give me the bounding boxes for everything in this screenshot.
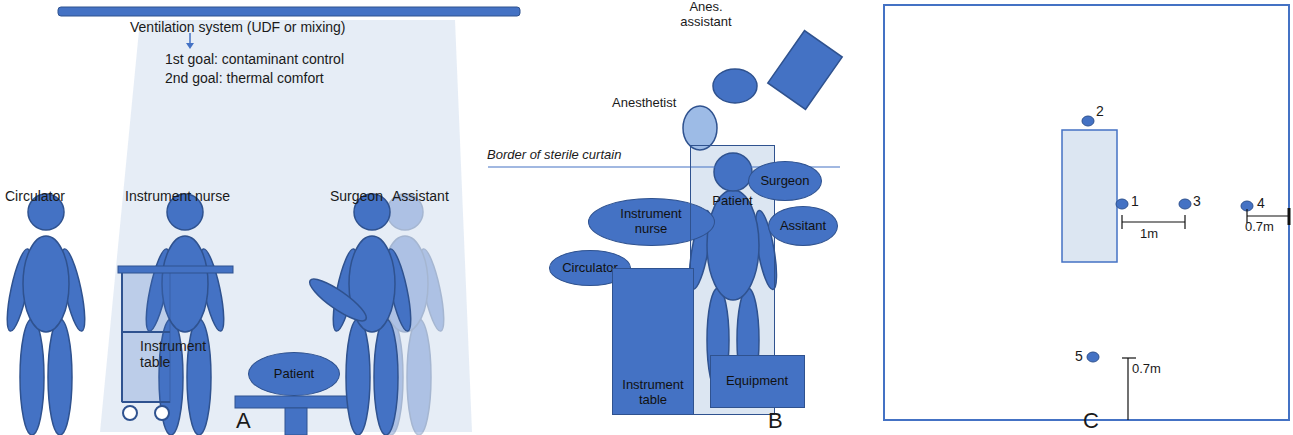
dimension-label: 0.7m: [1245, 220, 1274, 235]
callout-number: 5: [1075, 348, 1083, 364]
node-text: Circulator: [562, 261, 618, 276]
node-text: Instrument table: [618, 378, 688, 408]
patient-ellipse: Patient: [248, 352, 340, 396]
callout-number: 1: [1131, 193, 1139, 209]
dimension-label: 1m: [1140, 227, 1158, 242]
panel-letter: B: [768, 408, 783, 433]
node-text: Surgeon: [760, 174, 809, 189]
system-label: Ventilation system (UDF or mixing): [130, 19, 346, 35]
instrument-table: Instrument table: [612, 268, 694, 415]
equipment-label: Instrument table: [140, 338, 220, 370]
goal-text: 2nd goal: thermal comfort: [165, 70, 324, 86]
panel-letter: C: [1083, 408, 1099, 433]
equipment-box: Equipment: [710, 355, 805, 408]
boundary-label: Border of sterile curtain: [487, 148, 621, 163]
callout-number: 2: [1096, 103, 1104, 119]
person-label: Instrument nurse: [125, 188, 230, 204]
person-label: Surgeon: [330, 188, 383, 204]
staff-ellipse: Instrument nurse: [588, 198, 715, 246]
panel-letter: A: [236, 408, 251, 433]
callout-number: 4: [1257, 195, 1265, 211]
dimension-label: 0.7m: [1132, 362, 1161, 377]
node-text: Assitant: [780, 219, 826, 234]
node-text: Patient: [712, 194, 752, 209]
person-label: Assistant: [392, 188, 449, 204]
node-text: Instrument nurse: [606, 207, 696, 237]
goal-text: 1st goal: contaminant control: [165, 51, 344, 67]
staff-ellipse: Assitant: [768, 206, 838, 246]
node-text: Patient: [274, 367, 314, 382]
person-label: Anesthetist: [612, 96, 676, 111]
node-text: Equipment: [726, 374, 788, 389]
person-label: Anes. assistant: [670, 0, 742, 30]
person-label: Circulator: [5, 188, 65, 204]
staff-ellipse: Surgeon: [748, 161, 822, 201]
callout-number: 3: [1193, 193, 1201, 209]
